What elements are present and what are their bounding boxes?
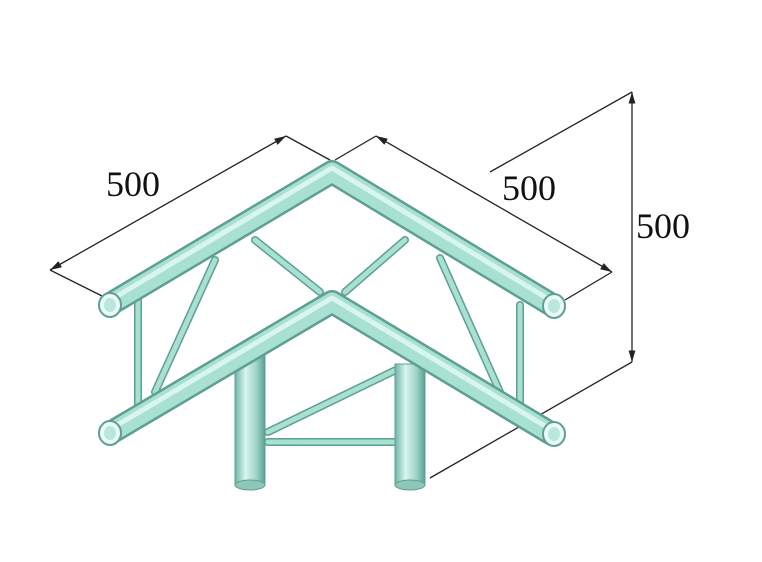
dim-right-length: 500: [502, 168, 556, 208]
truss-structure: [98, 160, 566, 491]
dim-left-length: 500: [106, 164, 160, 204]
dim-height: 500: [636, 206, 690, 246]
dimension-labels: 500 500 500: [106, 164, 690, 246]
